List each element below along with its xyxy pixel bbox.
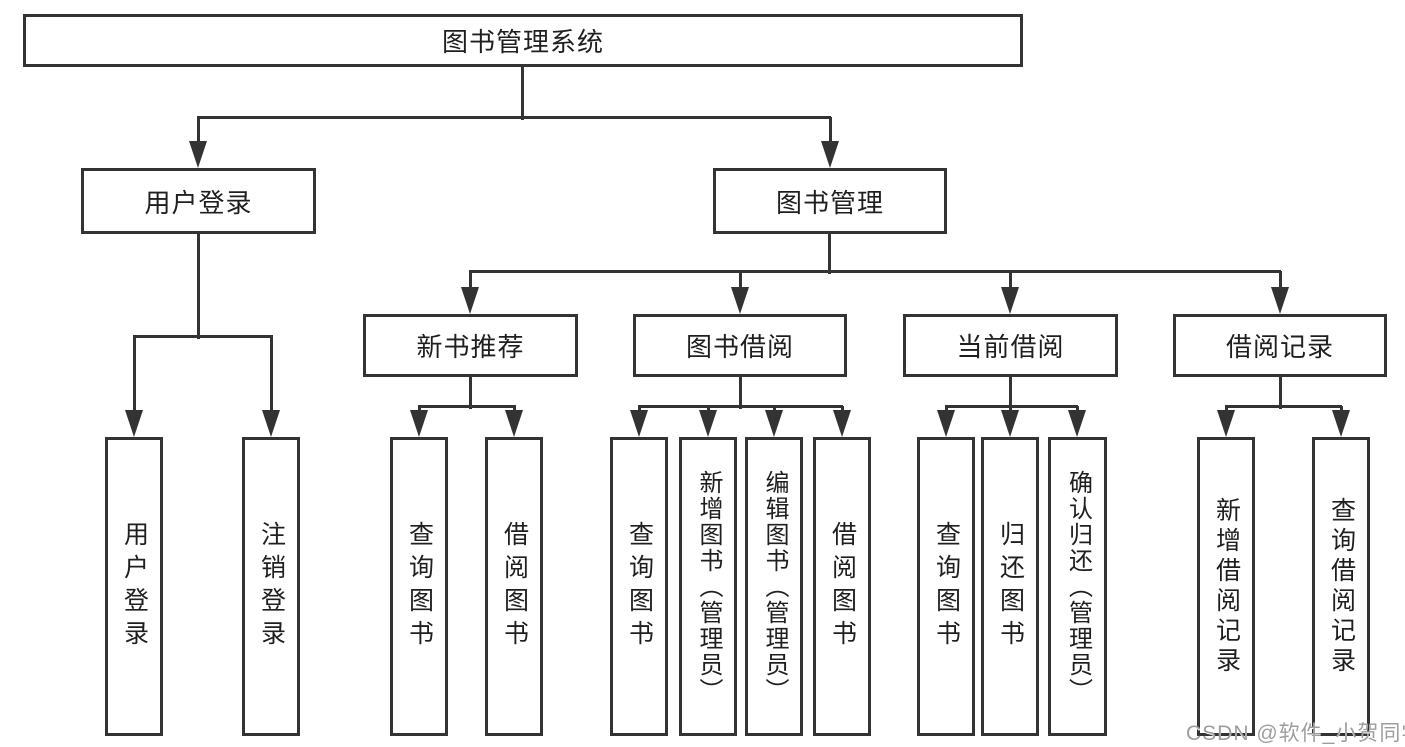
connector-arrowhead-down <box>189 141 207 168</box>
leaf-query-borrow-record: 查询借阅记录 <box>1312 437 1370 736</box>
connector-arrowhead-down <box>821 141 839 168</box>
leaf-confirm-return-admin: 确认归还（管理员） <box>1048 437 1107 736</box>
connector-arrowhead-down <box>262 410 280 437</box>
connector-vline <box>1008 271 1012 296</box>
connector-hline <box>469 269 1281 273</box>
node-current-borrow: 当前借阅 <box>903 314 1118 377</box>
node-user-login-label: 用户登录 <box>144 187 253 218</box>
node-book-borrow-label: 图书借阅 <box>685 332 794 362</box>
connector-vline <box>132 336 136 420</box>
connector-hline <box>1225 404 1342 408</box>
leaf-query-books-current: 查询图书 <box>917 437 975 736</box>
connector-vline <box>738 271 742 296</box>
connector-arrowhead-down <box>1001 410 1019 437</box>
node-current-borrow-label: 当前借阅 <box>956 332 1065 362</box>
node-new-book-recommend-label: 新书推荐 <box>416 332 525 362</box>
leaf-query-borrow-record-label: 查询借阅记录 <box>1327 496 1356 677</box>
connector-arrowhead-down <box>1217 410 1235 437</box>
connector-vline <box>738 377 742 409</box>
connector-vline <box>196 117 200 150</box>
connector-arrowhead-down <box>630 410 648 437</box>
connector-vline <box>468 271 472 296</box>
connector-vline <box>269 336 273 420</box>
leaf-query-books-borrow-label: 查询图书 <box>625 520 654 653</box>
leaf-query-books-current-label: 查询图书 <box>932 520 961 653</box>
leaf-logout: 注销登录 <box>242 437 300 736</box>
leaf-add-book-admin-label: 新增图书（管理员） <box>695 469 722 704</box>
node-root-label: 图书管理系统 <box>441 27 604 57</box>
leaf-borrow-books-borrow: 借阅图书 <box>813 437 871 736</box>
leaf-add-borrow-record: 新增借阅记录 <box>1197 437 1255 736</box>
leaf-add-borrow-record-label: 新增借阅记录 <box>1212 496 1241 677</box>
connector-arrowhead-down <box>410 410 428 437</box>
node-borrow-records-label: 借阅记录 <box>1225 332 1334 362</box>
leaf-borrow-books-recommend: 借阅图书 <box>485 437 543 736</box>
leaf-query-books-recommend-label: 查询图书 <box>405 520 434 653</box>
connector-hline <box>945 404 1078 408</box>
node-new-book-recommend: 新书推荐 <box>363 314 578 377</box>
node-user-login: 用户登录 <box>81 168 316 234</box>
connector-arrowhead-down <box>505 410 523 437</box>
connector-hline <box>133 334 273 338</box>
leaf-borrow-books-recommend-label: 借阅图书 <box>500 520 529 653</box>
connector-arrowhead-down <box>765 410 783 437</box>
connector-vline <box>828 117 832 150</box>
connector-arrowhead-down <box>731 287 749 314</box>
connector-vline <box>468 377 472 409</box>
connector-vline <box>196 233 200 339</box>
connector-vline <box>1008 377 1012 409</box>
leaf-return-book: 归还图书 <box>981 437 1039 736</box>
leaf-logout-label: 注销登录 <box>257 520 286 653</box>
watermark: CSDN @软件_小贺同学 <box>1186 722 1405 745</box>
leaf-query-books-borrow: 查询图书 <box>610 437 668 736</box>
leaf-edit-book-admin-label: 编辑图书（管理员） <box>761 469 788 704</box>
connector-hline <box>197 115 831 119</box>
connector-vline <box>827 233 831 274</box>
leaf-add-book-admin: 新增图书（管理员） <box>679 437 737 736</box>
connector-arrowhead-down <box>937 410 955 437</box>
connector-arrowhead-down <box>1332 410 1350 437</box>
node-borrow-records: 借阅记录 <box>1173 314 1387 377</box>
connector-arrowhead-down <box>833 410 851 437</box>
connector-arrowhead-down <box>1271 287 1289 314</box>
connector-arrowhead-down <box>461 287 479 314</box>
connector-arrowhead-down <box>1068 410 1086 437</box>
connector-hline <box>638 404 843 408</box>
leaf-return-book-label: 归还图书 <box>996 520 1025 653</box>
connector-vline <box>520 67 524 120</box>
leaf-query-books-recommend: 查询图书 <box>390 437 448 736</box>
node-book-management: 图书管理 <box>713 168 947 234</box>
connector-arrowhead-down <box>699 410 717 437</box>
node-book-management-label: 图书管理 <box>775 187 884 218</box>
node-root: 图书管理系统 <box>23 14 1023 67</box>
leaf-confirm-return-admin-label: 确认归还（管理员） <box>1064 469 1092 704</box>
leaf-user-login-label: 用户登录 <box>120 520 149 653</box>
leaf-borrow-books-borrow-label: 借阅图书 <box>828 520 857 653</box>
connector-arrowhead-down <box>1001 287 1019 314</box>
connector-vline <box>1278 377 1282 409</box>
leaf-user-login: 用户登录 <box>105 437 163 736</box>
connector-arrowhead-down <box>125 410 143 437</box>
leaf-edit-book-admin: 编辑图书（管理员） <box>745 437 803 736</box>
connector-hline <box>418 404 516 408</box>
node-book-borrow: 图书借阅 <box>633 314 847 377</box>
connector-vline <box>1278 271 1282 296</box>
